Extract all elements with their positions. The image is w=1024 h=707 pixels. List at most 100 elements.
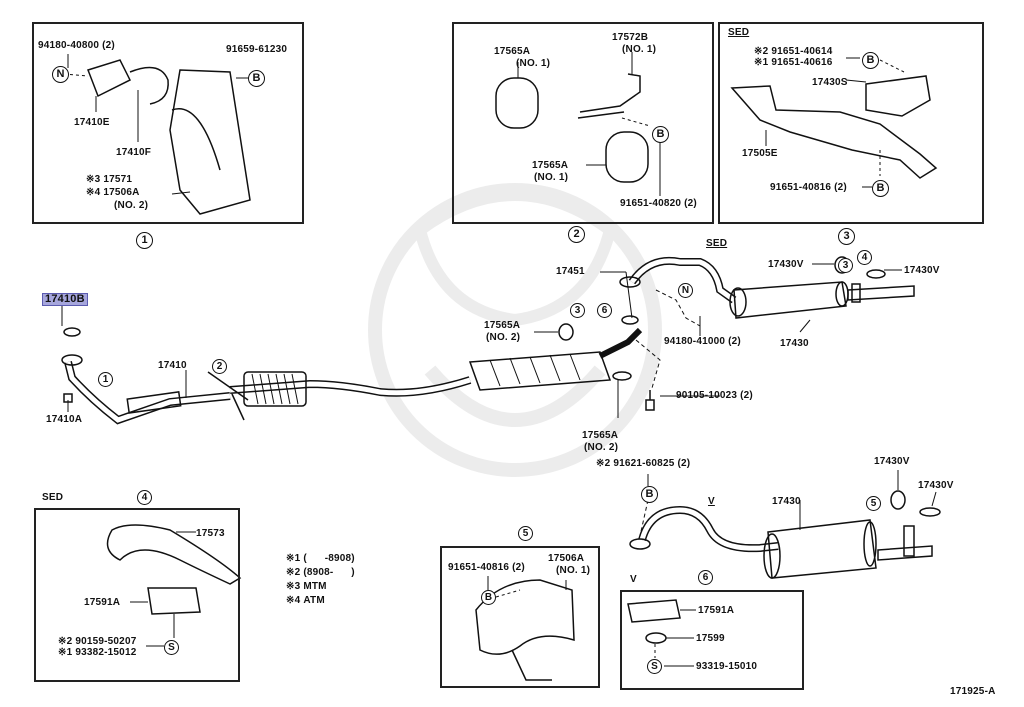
callout-1[interactable]: 1 bbox=[98, 372, 113, 387]
gasket-17410B bbox=[63, 327, 81, 337]
sed-label: SED bbox=[706, 238, 728, 249]
inset-3-title: SED bbox=[728, 27, 750, 38]
part-label-17430-v[interactable]: 17430 bbox=[772, 496, 801, 507]
legend-text: ATM bbox=[303, 595, 325, 606]
part-label-17565A-no2-top[interactable]: 17565A bbox=[484, 320, 521, 331]
inset-4-title: SED bbox=[42, 492, 64, 503]
part-label-17430-sed[interactable]: 17430 bbox=[780, 338, 809, 349]
part-label-17430V-b[interactable]: 17430V bbox=[904, 265, 940, 276]
part-label-91651-40616[interactable]: ※1 91651-40616 bbox=[754, 57, 833, 68]
pre-muffler bbox=[243, 371, 307, 407]
v-label: V bbox=[708, 496, 715, 507]
marker-b: B bbox=[641, 486, 658, 503]
callout-4-sed[interactable]: 4 bbox=[857, 250, 872, 265]
part-label-17591A[interactable]: 17591A bbox=[84, 597, 121, 608]
part-label-17506A-no2[interactable]: ※4 17506A bbox=[86, 187, 140, 198]
callout-5-inset[interactable]: 5 bbox=[518, 526, 533, 541]
part-label-17565A-no1-bottom[interactable]: 17565A bbox=[532, 160, 569, 171]
legend-mark: ※2 bbox=[286, 567, 301, 578]
part-label-no2-top: (NO. 2) bbox=[486, 332, 521, 343]
part-label-no2: (NO. 2) bbox=[114, 200, 149, 211]
part-label-17599[interactable]: 17599 bbox=[696, 633, 725, 644]
part-label-no1-17572B: (NO. 1) bbox=[622, 44, 657, 55]
legend-item: ※2 (8908- ) bbox=[286, 567, 355, 578]
part-label-17430V-c[interactable]: 17430V bbox=[874, 456, 910, 467]
variant-legend: ※1 ( -8908) ※2 (8908- ) ※3 MTM ※4 ATM bbox=[286, 553, 355, 606]
legend-mark: ※4 bbox=[286, 595, 301, 606]
part-label-17410A[interactable]: 17410A bbox=[46, 414, 83, 425]
part-label-91651-40816-inset5[interactable]: 91651-40816 (2) bbox=[448, 562, 525, 573]
part-label-17430S[interactable]: 17430S bbox=[812, 77, 848, 88]
part-label-90105-10023[interactable]: 90105-10023 (2) bbox=[676, 390, 753, 401]
marker-b: B bbox=[652, 126, 669, 143]
inset-4-box bbox=[34, 508, 240, 682]
inset-2-box bbox=[452, 22, 714, 224]
part-label-no1-top: (NO. 1) bbox=[516, 58, 551, 69]
marker-b: B bbox=[862, 52, 879, 69]
callout-6[interactable]: 6 bbox=[597, 303, 612, 318]
inset-1-box bbox=[32, 22, 304, 224]
part-label-91651-40614[interactable]: ※2 91651-40614 bbox=[754, 46, 833, 57]
inset-5-box bbox=[440, 546, 600, 688]
part-label-17410E[interactable]: 17410E bbox=[74, 117, 110, 128]
marker-b: B bbox=[872, 180, 889, 197]
part-label-17572B[interactable]: 17572B bbox=[612, 32, 649, 43]
callout-3[interactable]: 3 bbox=[570, 303, 585, 318]
part-label-no1: (NO. 1) bbox=[556, 565, 591, 576]
callout-4-inset[interactable]: 4 bbox=[137, 490, 152, 505]
part-label-17573[interactable]: 17573 bbox=[196, 528, 225, 539]
marker-b: B bbox=[248, 70, 265, 87]
marker-n: N bbox=[52, 66, 69, 83]
inset-3-box bbox=[718, 22, 984, 224]
part-label-no2-bottom: (NO. 2) bbox=[584, 442, 619, 453]
part-label-no1-bottom: (NO. 1) bbox=[534, 172, 569, 183]
callout-6-inset[interactable]: 6 bbox=[698, 570, 713, 585]
marker-b: B bbox=[481, 590, 496, 605]
legend-item: ※4 ATM bbox=[286, 595, 355, 606]
diagram-id: 171925-A bbox=[950, 686, 996, 697]
part-label-94180-40800[interactable]: 94180-40800 (2) bbox=[38, 40, 115, 51]
part-label-17591A-v[interactable]: 17591A bbox=[698, 605, 735, 616]
callout-3-sed[interactable]: 3 bbox=[838, 258, 853, 273]
part-label-90159-50207[interactable]: ※2 90159-50207 bbox=[58, 636, 137, 647]
part-label-17410B-highlighted[interactable]: 17410B bbox=[42, 293, 88, 306]
inset-6-title: V bbox=[630, 574, 637, 585]
legend-mark: ※1 bbox=[286, 553, 301, 564]
callout-n-marker: N bbox=[678, 283, 693, 298]
part-label-17410F[interactable]: 17410F bbox=[116, 147, 152, 158]
part-label-17565A-no1-top[interactable]: 17565A bbox=[494, 46, 531, 57]
v-muffler bbox=[767, 519, 877, 579]
legend-text: ( -8908) bbox=[303, 553, 355, 564]
sed-muffler bbox=[733, 281, 847, 319]
callout-3-inset[interactable]: 3 bbox=[838, 228, 855, 245]
part-label-17430V-a[interactable]: 17430V bbox=[768, 259, 804, 270]
legend-text: MTM bbox=[303, 581, 327, 592]
part-label-17430V-d[interactable]: 17430V bbox=[918, 480, 954, 491]
part-label-17410[interactable]: 17410 bbox=[158, 360, 187, 371]
legend-mark: ※3 bbox=[286, 581, 301, 592]
legend-item: ※1 ( -8908) bbox=[286, 553, 355, 564]
part-label-91621-60825[interactable]: ※2 91621-60825 (2) bbox=[596, 458, 691, 469]
callout-5-v[interactable]: 5 bbox=[866, 496, 881, 511]
main-muffler bbox=[468, 351, 612, 391]
part-label-17506A-no1[interactable]: 17506A bbox=[548, 553, 585, 564]
callout-2-pipe[interactable]: 2 bbox=[212, 359, 227, 374]
part-label-93382-15012[interactable]: ※1 93382-15012 bbox=[58, 647, 137, 658]
callout-1-inset[interactable]: 1 bbox=[136, 232, 153, 249]
legend-item: ※3 MTM bbox=[286, 581, 355, 592]
marker-s: S bbox=[164, 640, 179, 655]
part-label-91659-61230[interactable]: 91659-61230 bbox=[226, 44, 288, 55]
part-label-91651-40816[interactable]: 91651-40816 (2) bbox=[770, 182, 847, 193]
part-label-93319-15010[interactable]: 93319-15010 bbox=[696, 661, 758, 672]
watermark-emblem bbox=[368, 183, 662, 477]
part-label-17571[interactable]: ※3 17571 bbox=[86, 174, 133, 185]
marker-s: S bbox=[647, 659, 662, 674]
part-label-94180-41000[interactable]: 94180-41000 (2) bbox=[664, 336, 741, 347]
part-label-17565A-no2-bottom[interactable]: 17565A bbox=[582, 430, 619, 441]
inset-6-box bbox=[620, 590, 804, 690]
part-label-91651-40820[interactable]: 91651-40820 (2) bbox=[620, 198, 697, 209]
part-label-17451[interactable]: 17451 bbox=[556, 266, 585, 277]
part-label-17505E[interactable]: 17505E bbox=[742, 148, 778, 159]
callout-2-inset[interactable]: 2 bbox=[568, 226, 585, 243]
